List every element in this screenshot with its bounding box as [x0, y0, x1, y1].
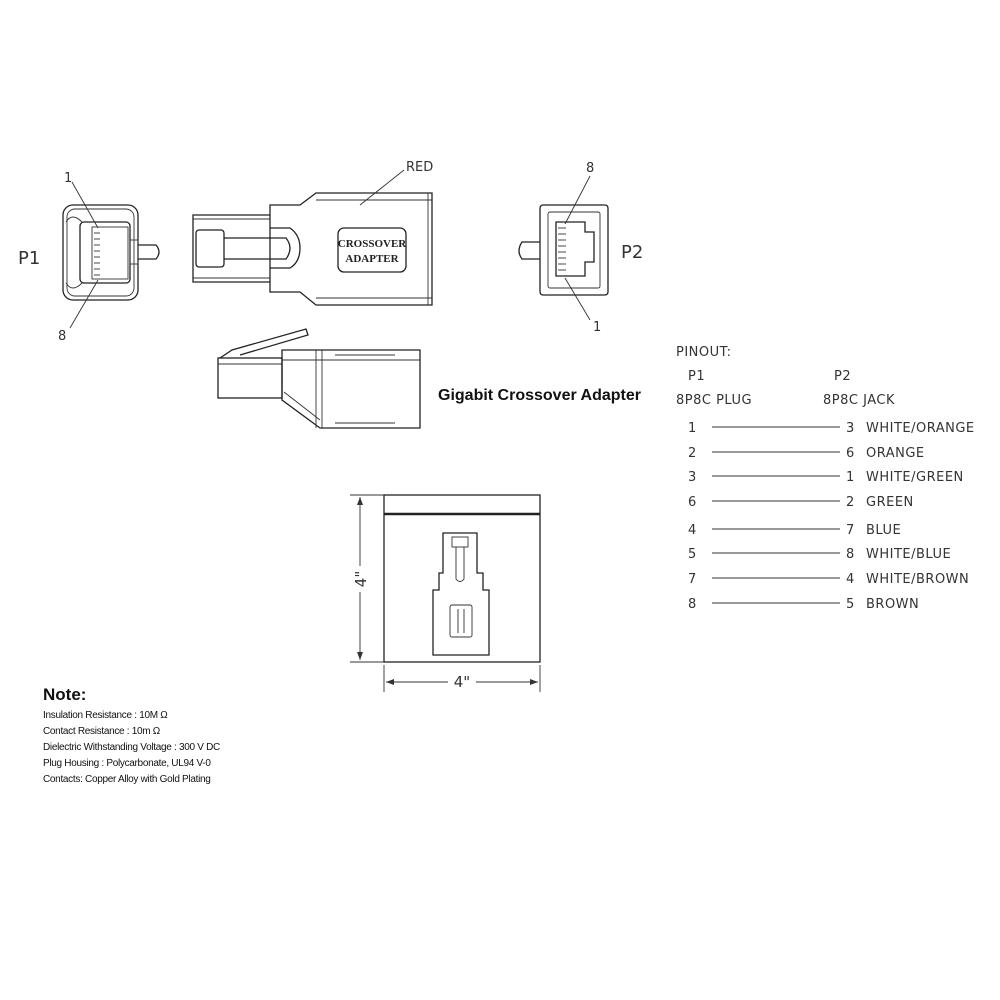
- pinout-row: 6 2 GREEN: [688, 495, 914, 510]
- pinout-row: 1 3 WHITE/ORANGE: [688, 421, 975, 436]
- p1-pin: 1: [688, 421, 697, 436]
- pinout-row: 3 1 WHITE/GREEN: [688, 470, 964, 485]
- wire-color: ORANGE: [866, 446, 925, 461]
- wire-color: GREEN: [866, 495, 914, 510]
- p1-pin8-label: 8: [58, 329, 66, 344]
- pinout-row: 4 7 BLUE: [688, 523, 901, 538]
- p2-pin: 7: [846, 523, 855, 538]
- wire-color: WHITE/ORANGE: [866, 421, 975, 436]
- p2-pin: 5: [846, 597, 855, 612]
- product-title: Gigabit Crossover Adapter: [438, 387, 641, 404]
- note-line: Contact Resistance : 10m Ω: [43, 726, 161, 737]
- p1-pin: 4: [688, 523, 697, 538]
- p2-pin: 4: [846, 572, 855, 587]
- note-line: Dielectric Withstanding Voltage : 300 V …: [43, 742, 220, 753]
- note-line: Contacts: Copper Alloy with Gold Plating: [43, 774, 211, 785]
- p2-pin: 1: [846, 470, 855, 485]
- wire-color: WHITE/BLUE: [866, 547, 951, 562]
- pinout-p2-header: P2: [834, 369, 851, 384]
- wire-color: BLUE: [866, 523, 901, 538]
- p2-pin: 3: [846, 421, 855, 436]
- p1-pin: 8: [688, 597, 697, 612]
- adapter-label-line1: CROSSOVER: [338, 238, 408, 250]
- pinout-row: 8 5 BROWN: [688, 597, 919, 612]
- p2-front-view: P2 8 1: [518, 161, 643, 335]
- p1-front-view: P1 1 8: [18, 171, 160, 344]
- p1-pin: 6: [688, 495, 697, 510]
- p2-pin1-label: 1: [593, 320, 601, 335]
- p2-pin: 8: [846, 547, 855, 562]
- pinout-plug-type: 8P8C PLUG: [676, 393, 752, 408]
- pinout-row: 5 8 WHITE/BLUE: [688, 547, 951, 562]
- adapter-label-line2: ADAPTER: [345, 253, 399, 265]
- pinout-jack-type: 8P8C JACK: [823, 393, 895, 408]
- package-view: 4" 4": [350, 494, 541, 692]
- note-line: Insulation Resistance : 10M Ω: [43, 710, 168, 721]
- wire-color: WHITE/GREEN: [866, 470, 964, 485]
- p2-pin: 2: [846, 495, 855, 510]
- pinout-p1-header: P1: [688, 369, 705, 384]
- note-line: Plug Housing : Polycarbonate, UL94 V-0: [43, 758, 211, 769]
- pinout-heading: PINOUT:: [676, 345, 732, 360]
- p1-pin: 5: [688, 547, 697, 562]
- height-dimension: 4": [352, 571, 370, 587]
- width-dimension: 4": [454, 673, 470, 691]
- adapter-side-view: [217, 328, 421, 429]
- p2-label: P2: [621, 242, 643, 263]
- wire-color: WHITE/BROWN: [866, 572, 969, 587]
- pinout-row: 7 4 WHITE/BROWN: [688, 572, 969, 587]
- note-heading: Note:: [43, 685, 86, 704]
- adapter-top-view: CROSSOVER ADAPTER RED: [192, 160, 433, 306]
- p1-pin: 7: [688, 572, 697, 587]
- p2-pin8-label: 8: [586, 161, 594, 176]
- pinout-row: 2 6 ORANGE: [688, 446, 925, 461]
- wire-color: BROWN: [866, 597, 919, 612]
- p2-pin: 6: [846, 446, 855, 461]
- note-section: Note: Insulation Resistance : 10M Ω Cont…: [43, 685, 220, 785]
- p1-label: P1: [18, 248, 40, 269]
- p1-pin: 2: [688, 446, 697, 461]
- p1-pin1-label: 1: [64, 171, 72, 186]
- color-callout: RED: [406, 160, 433, 175]
- p1-pin: 3: [688, 470, 697, 485]
